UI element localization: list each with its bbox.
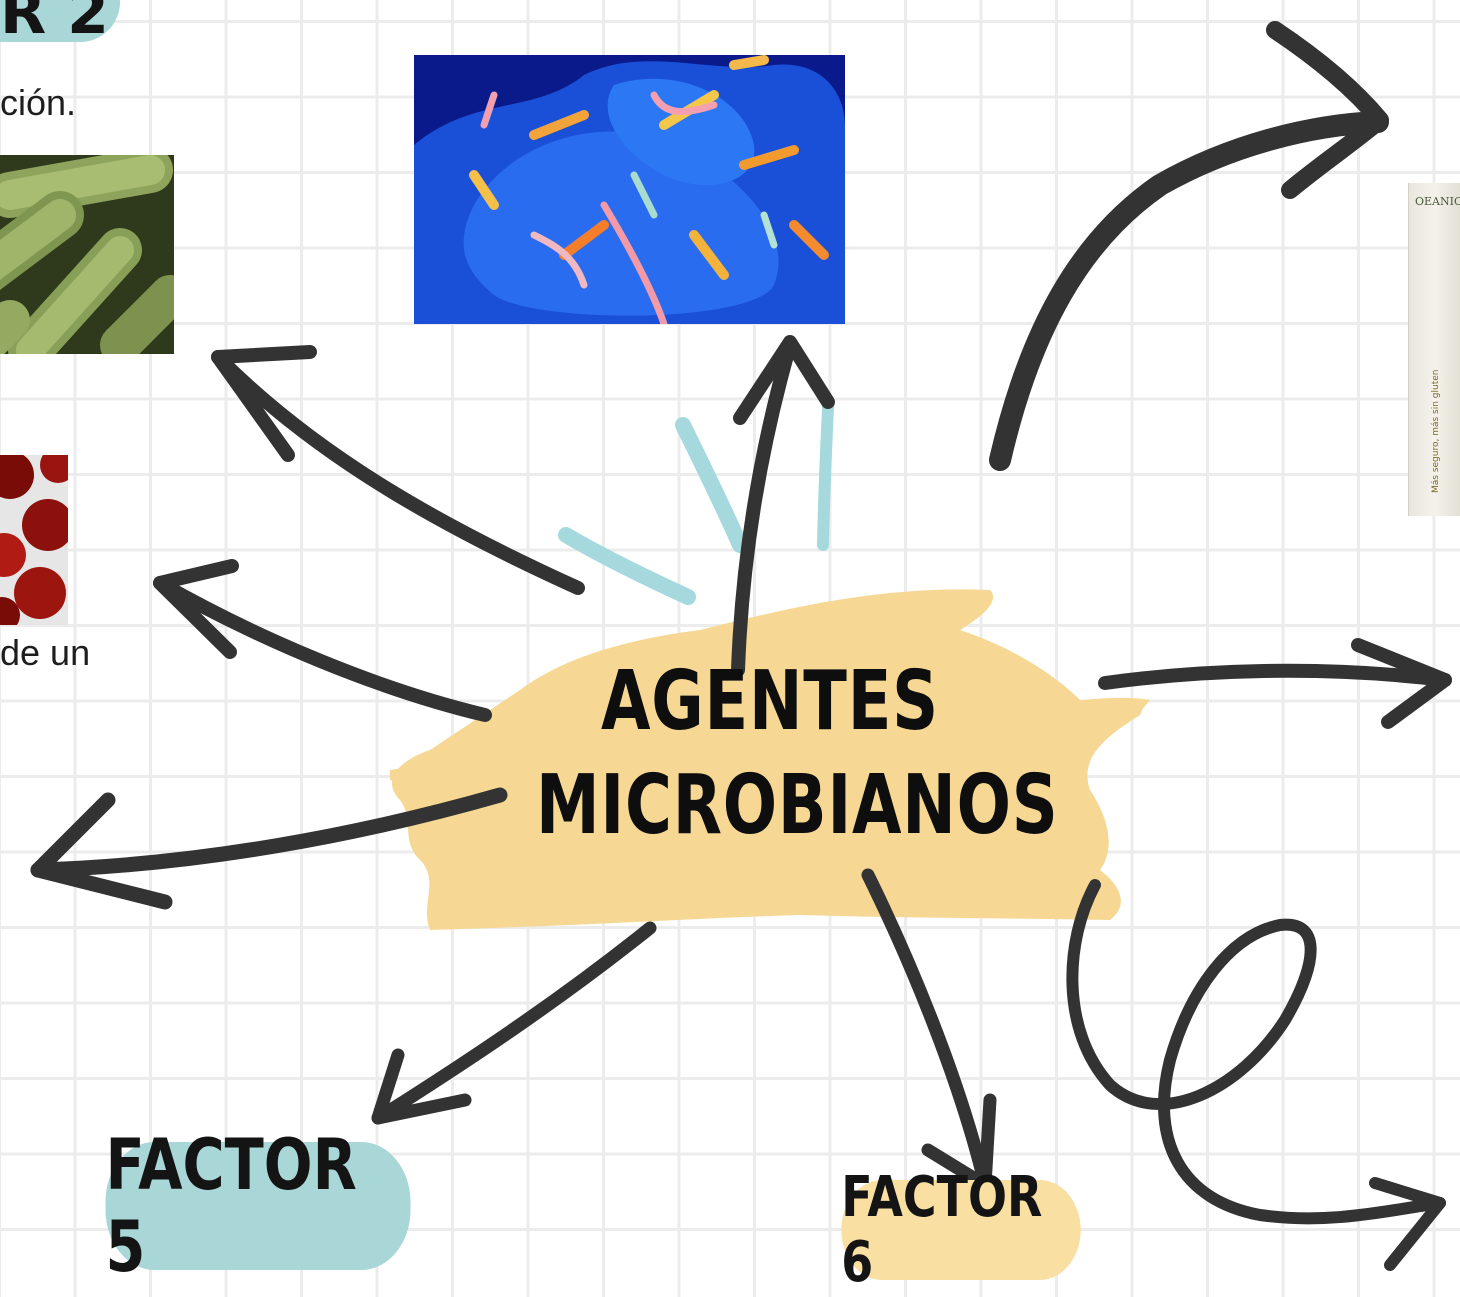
text-fragment-mid: de un	[0, 632, 91, 673]
factor-6-pill: FACTOR 6	[841, 1165, 1081, 1295]
factor-label-partial: R 2	[0, 0, 109, 48]
arrow-left	[30, 787, 508, 878]
title-brush-highlight	[390, 589, 1150, 930]
arrow-to-cells	[153, 576, 492, 722]
center-title: AGENTES MICROBIANOS	[536, 650, 1059, 858]
arrow-to-factor-5	[371, 921, 657, 1125]
factor-5-pill: FACTOR 5	[105, 1124, 411, 1288]
product-strip-image: OEANIC Más seguro, más sin gluten	[1408, 183, 1460, 516]
product-brand: OEANIC	[1415, 195, 1460, 208]
arrow-up-image	[731, 338, 797, 677]
arrow-right	[1098, 663, 1452, 690]
accent-stroke-3	[817, 402, 834, 551]
bacteria-rods-image	[0, 155, 174, 354]
arrow-curve-upper-right	[989, 111, 1389, 471]
arrow-to-factor-6	[861, 868, 992, 1192]
arrow-loop	[1066, 879, 1446, 1225]
center-title-line-1: AGENTES	[600, 654, 940, 749]
text-fragment-top: ción.	[0, 82, 77, 123]
factor-5-label: FACTOR 5	[105, 1124, 357, 1288]
factor-6-label: FACTOR 6	[841, 1165, 1043, 1295]
accent-stroke-2	[558, 527, 696, 605]
accent-stroke-1	[675, 417, 748, 553]
center-title-line-2: MICROBIANOS	[536, 758, 1059, 853]
microbe-blue-image	[414, 55, 845, 324]
factor-pill-partial	[0, 0, 120, 42]
arrow-to-bacteria	[211, 350, 585, 595]
red-cells-image	[0, 455, 68, 625]
